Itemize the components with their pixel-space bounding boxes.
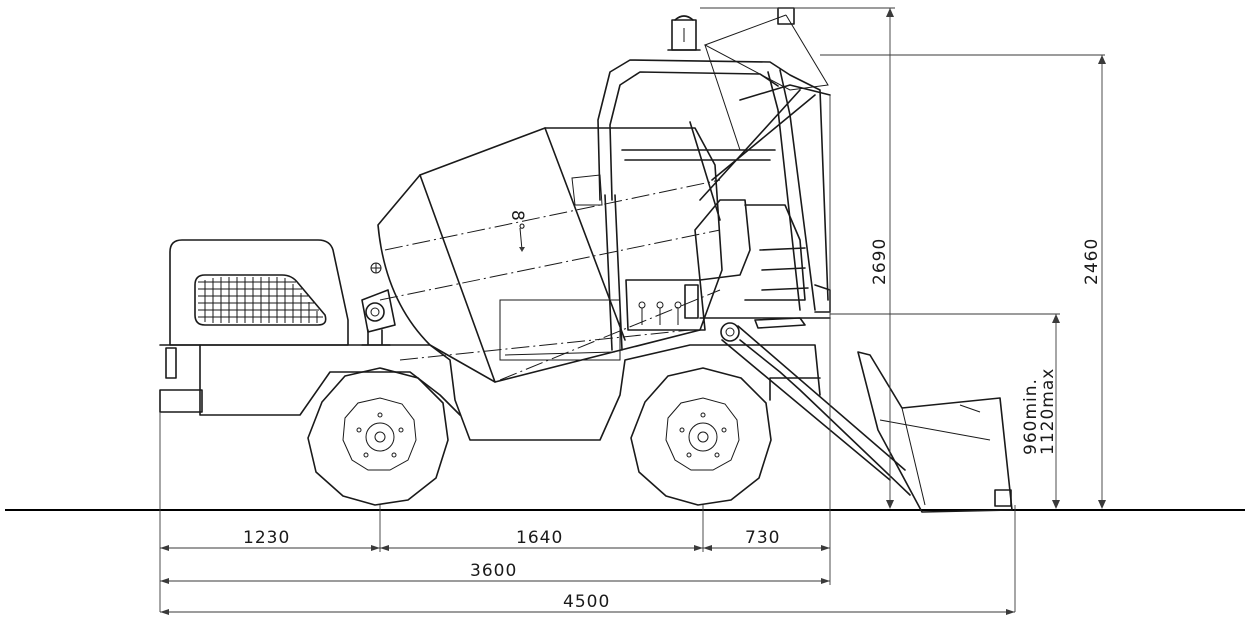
rear-overhang-label: 1230 bbox=[243, 528, 290, 548]
discharge-max-label: 1120max bbox=[1038, 368, 1058, 455]
rear-wheel bbox=[307, 367, 449, 506]
height-dimensions bbox=[700, 7, 1106, 585]
chassis bbox=[159, 344, 821, 441]
drum-support bbox=[361, 289, 396, 346]
front-wheel bbox=[630, 367, 772, 506]
height-cab-label: 2460 bbox=[1082, 238, 1102, 285]
drum-angle-label: 8° bbox=[507, 210, 527, 231]
discharge-min-label: 960min. bbox=[1021, 378, 1041, 455]
engine-grille bbox=[198, 277, 323, 323]
drum-angle-annotation: 8° bbox=[507, 210, 527, 252]
length-total-label: 4500 bbox=[563, 592, 610, 612]
loader-arm bbox=[720, 322, 911, 496]
engine-housing bbox=[169, 239, 349, 346]
length-dimensions bbox=[159, 412, 1016, 615]
cab-frame bbox=[597, 59, 831, 351]
beacon-light bbox=[667, 15, 701, 51]
front-overhang-label: 730 bbox=[745, 528, 780, 548]
wheelbase-label: 1640 bbox=[516, 528, 563, 548]
mixing-drum bbox=[370, 127, 723, 383]
height-max-label: 2690 bbox=[870, 238, 890, 285]
length-body-label: 3600 bbox=[470, 561, 517, 581]
bucket bbox=[857, 351, 1013, 513]
